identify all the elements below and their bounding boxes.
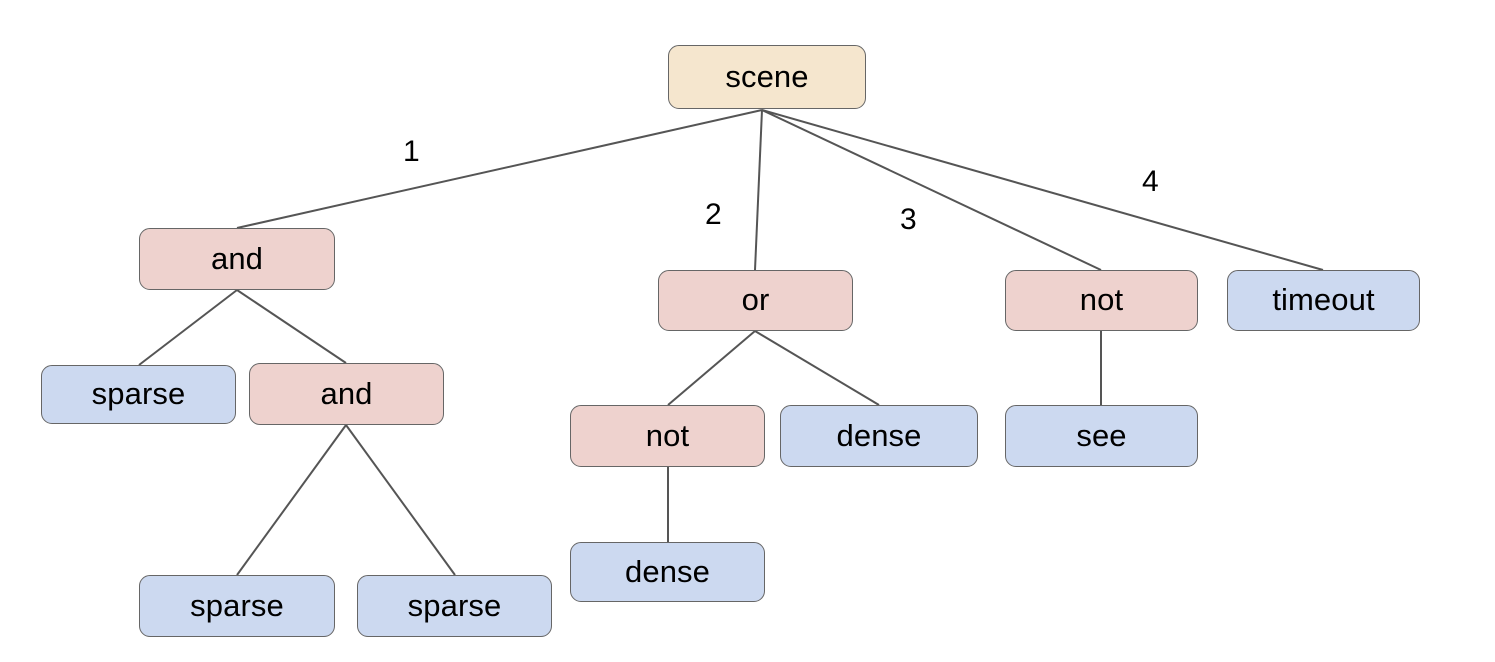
- node-and1[interactable]: and: [139, 228, 335, 290]
- edge-scene-to-not_r: [761, 109, 1102, 271]
- node-label-not_r: not: [1079, 282, 1124, 317]
- node-dense_b[interactable]: dense: [570, 542, 765, 602]
- node-sparse2[interactable]: sparse: [139, 575, 335, 637]
- node-scene[interactable]: scene: [668, 45, 866, 109]
- edge-scene-to-timeout: [761, 109, 1324, 271]
- edge-or1-to-not_m: [667, 330, 756, 406]
- node-label-and2: and: [320, 375, 373, 411]
- node-sparse3[interactable]: sparse: [357, 575, 552, 637]
- edge-and1-to-sparse1: [138, 289, 238, 366]
- edge-label-3: 3: [900, 203, 917, 236]
- node-label-or1: or: [741, 282, 770, 317]
- node-or1[interactable]: or: [658, 270, 853, 331]
- edge-scene-to-or1: [754, 109, 763, 271]
- node-label-dense_m: dense: [836, 417, 922, 453]
- edge-or1-to-dense_m: [754, 330, 880, 406]
- edge-and2-to-sparse3: [345, 424, 456, 576]
- node-label-sparse3: sparse: [407, 587, 502, 623]
- node-label-dense_b: dense: [625, 553, 710, 589]
- edge-label-4: 4: [1142, 165, 1159, 198]
- node-dense_m[interactable]: dense: [780, 405, 978, 467]
- edge-scene-to-and1: [236, 109, 763, 229]
- node-label-scene: scene: [725, 58, 809, 94]
- node-label-see: see: [1076, 417, 1127, 453]
- edge-and2-to-sparse2: [236, 424, 347, 576]
- node-label-and1: and: [210, 240, 264, 276]
- node-label-sparse1: sparse: [91, 376, 186, 411]
- edge-label-2: 2: [705, 198, 722, 231]
- node-not_r[interactable]: not: [1005, 270, 1198, 331]
- node-timeout[interactable]: timeout: [1227, 270, 1420, 331]
- node-label-sparse2: sparse: [190, 587, 284, 623]
- node-label-not_m: not: [645, 417, 690, 453]
- node-not_m[interactable]: not: [570, 405, 765, 467]
- node-sparse1[interactable]: sparse: [41, 365, 236, 424]
- edge-label-1: 1: [403, 135, 420, 168]
- node-label-timeout: timeout: [1272, 282, 1375, 317]
- node-see[interactable]: see: [1005, 405, 1198, 467]
- node-and2[interactable]: and: [249, 363, 444, 425]
- edge-and1-to-and2: [236, 289, 347, 364]
